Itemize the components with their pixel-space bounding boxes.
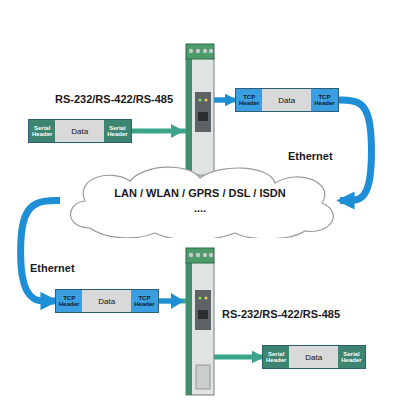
packet-data: Data xyxy=(55,120,104,142)
link-label: Ethernet xyxy=(28,262,77,275)
link-label: Ethernet xyxy=(286,150,335,163)
status-led xyxy=(198,98,201,101)
status-led xyxy=(204,296,207,299)
device-frame xyxy=(186,262,192,395)
arrow-head xyxy=(171,124,184,138)
ethernet-port xyxy=(198,112,208,121)
packet-header: TCP Header xyxy=(236,89,262,111)
terminal-screw xyxy=(209,49,213,53)
packet-header: TCP Header xyxy=(311,89,337,111)
terminal-screw xyxy=(203,49,207,53)
ethernet-arrow xyxy=(339,100,372,201)
converter-device xyxy=(152,248,214,395)
terminal-screw xyxy=(203,253,207,257)
data-packet: Serial HeaderDataSerial Header xyxy=(262,345,366,369)
arrow-head xyxy=(171,293,184,309)
ellipsis: .... xyxy=(194,201,206,215)
ethernet-arrow xyxy=(21,201,60,302)
network-types: LAN / WLAN / GPRS / DSL / ISDN xyxy=(114,186,286,200)
packet-data: Data xyxy=(82,290,131,312)
status-led xyxy=(204,98,207,101)
data-packet: TCP HeaderDataTCP Header xyxy=(235,88,339,112)
front-panel xyxy=(195,92,211,132)
packet-data: Data xyxy=(289,346,338,368)
data-packet: TCP HeaderDataTCP Header xyxy=(55,289,159,313)
cloud-outline xyxy=(60,163,340,238)
terminal-screw xyxy=(196,49,200,53)
network-cloud: LAN / WLAN / GPRS / DSL / ISDN.... xyxy=(60,163,340,238)
interface-label: RS-232/RS-422/RS-485 xyxy=(222,308,340,321)
terminal-block xyxy=(186,248,214,263)
packet-header: Serial Header xyxy=(29,120,55,142)
interface-label: RS-232/RS-422/RS-485 xyxy=(55,93,173,106)
packet-header: TCP Header xyxy=(131,290,157,312)
arrow-shaft xyxy=(214,98,229,103)
terminal-screw xyxy=(189,253,193,257)
terminal-screw xyxy=(189,49,193,53)
terminal-screw xyxy=(209,253,213,257)
terminal-block xyxy=(186,44,214,59)
packet-header: TCP Header xyxy=(56,290,82,312)
packet-header: Serial Header xyxy=(104,120,130,142)
front-panel xyxy=(195,290,211,330)
cloud-shape xyxy=(71,167,334,238)
status-led xyxy=(198,296,201,299)
data-packet: Serial HeaderDataSerial Header xyxy=(28,119,132,143)
terminal-screw xyxy=(196,253,200,257)
device-body xyxy=(186,262,214,395)
packet-header: Serial Header xyxy=(338,346,364,368)
serial-port xyxy=(196,365,210,389)
packet-data: Data xyxy=(262,89,311,111)
ethernet-port xyxy=(198,310,208,319)
packet-header: Serial Header xyxy=(263,346,289,368)
